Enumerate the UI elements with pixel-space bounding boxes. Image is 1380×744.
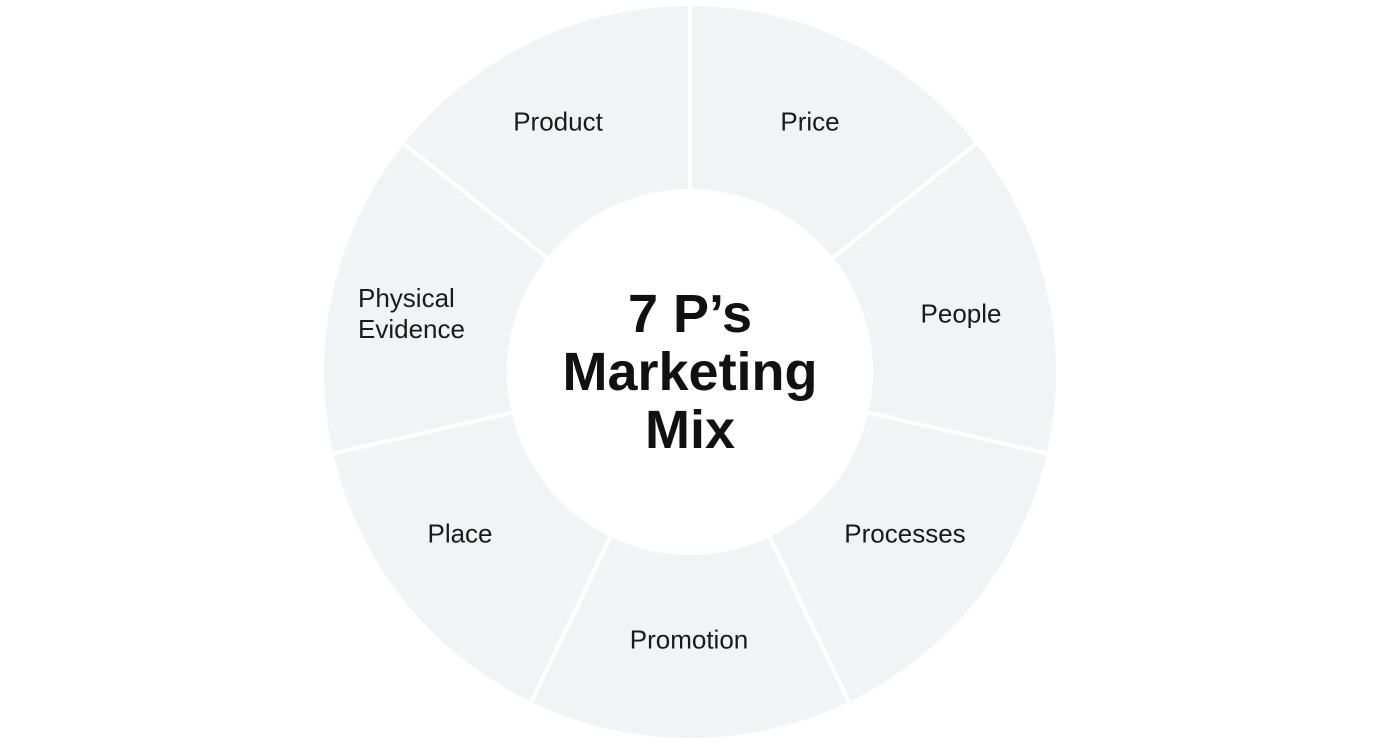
segment-label-people: People: [920, 298, 1002, 329]
segment-label-price: Price: [780, 106, 840, 137]
title-line-2: Marketing: [562, 342, 818, 402]
segment-promotion: [328, 409, 615, 707]
segment-physical-evidence: [399, 1, 692, 262]
segment-label-place: Place: [427, 518, 493, 549]
segment-label-physical-evidence: Physical Evidence: [358, 283, 465, 345]
segment-product: [688, 1, 981, 262]
title-line-3: Mix: [644, 400, 736, 460]
segment-people: [765, 409, 1052, 707]
title-line-1: 7 P’s: [627, 284, 753, 344]
segment-price: [828, 139, 1060, 457]
physical-evidence-line-2: Evidence: [358, 314, 465, 344]
segment-label-product: Product: [513, 106, 603, 137]
segment-label-processes: Processes: [844, 518, 966, 549]
diagram-title: 7 P’s Marketing Mix: [562, 285, 817, 459]
segment-processes: [527, 532, 853, 742]
physical-evidence-line-1: Physical: [358, 283, 455, 313]
segment-label-promotion: Promotion: [629, 624, 749, 655]
segment-place: [320, 139, 552, 457]
